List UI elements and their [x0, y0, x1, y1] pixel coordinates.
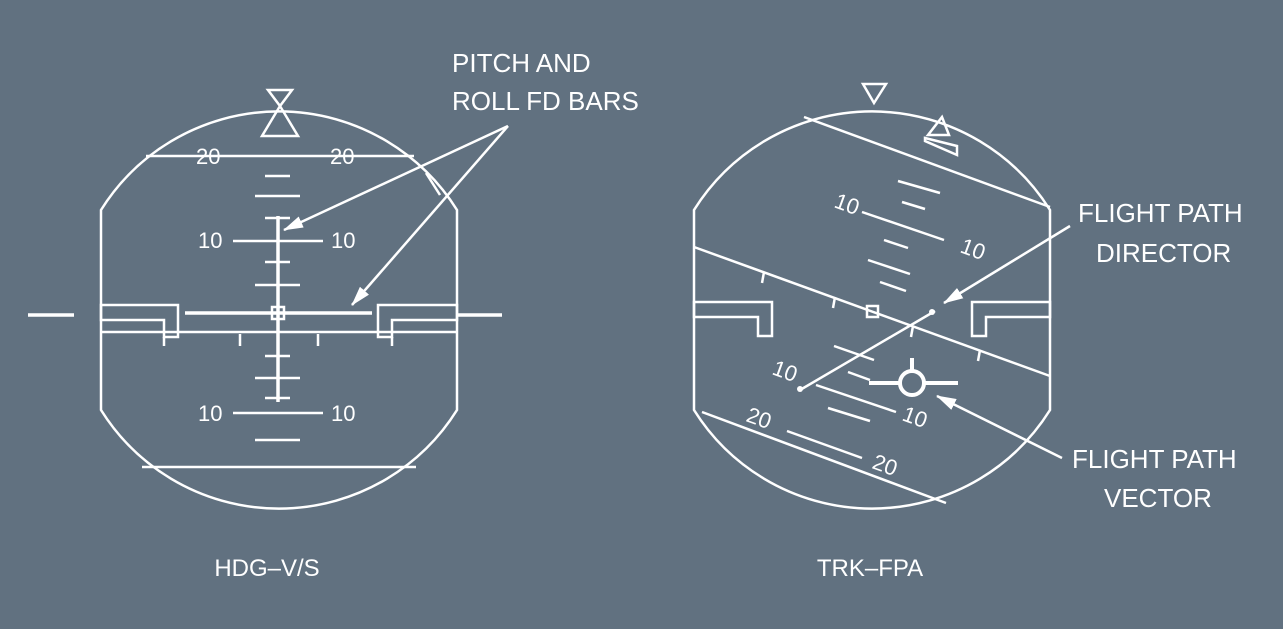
- pitch-label-10-up-right: 10: [957, 233, 989, 265]
- flight-path-director-callout: FLIGHT PATH DIRECTOR: [943, 198, 1243, 305]
- trk-fpa-caption: TRK–FPA: [817, 555, 923, 582]
- pitch-label-10-down-right: 10: [899, 401, 931, 433]
- pitch-tick: [883, 238, 909, 250]
- heading-tick: [909, 325, 915, 338]
- heading-tick: [976, 349, 982, 362]
- director-end-dot: [929, 309, 935, 315]
- pitch-line-10-up: [861, 210, 945, 242]
- pitch-line-upper: [803, 115, 1051, 209]
- pitch-tick: [833, 344, 875, 362]
- pitch-tick: [827, 406, 871, 423]
- callout-pitch-roll-line1: PITCH AND: [452, 48, 591, 78]
- sky-pointer-icon: [923, 114, 959, 157]
- pitch-tick: [847, 370, 871, 382]
- pitch-label-10-up-right: 10: [331, 228, 355, 253]
- callout-arrow-to-roll-bar: [283, 124, 509, 232]
- callout-director-line1: FLIGHT PATH: [1078, 198, 1243, 228]
- attitude-display-outline: [99, 110, 459, 510]
- hdg-vs-display: 20 20 10 10 10 10: [28, 88, 502, 582]
- pitch-line-20-down: [786, 429, 863, 460]
- hdg-vs-caption: HDG–V/S: [214, 555, 319, 582]
- aircraft-reference-square: [270, 305, 286, 321]
- callout-arrow-to-vector: [936, 394, 1063, 460]
- callout-pitch-roll-line2: ROLL FD BARS: [452, 86, 639, 116]
- callout-vector-line1: FLIGHT PATH: [1072, 444, 1237, 474]
- pitch-tick: [897, 179, 941, 195]
- pitch-label-10-up-left: 10: [831, 188, 863, 220]
- director-end-dot: [797, 386, 803, 392]
- track-pointer-icon: [860, 82, 889, 106]
- pitch-label-20-left: 20: [196, 144, 220, 169]
- bank-scale-mark: [424, 172, 442, 196]
- flight-path-vector-icon: [869, 358, 958, 397]
- pitch-tick: [901, 200, 926, 211]
- pitch-line-lower: [701, 410, 947, 505]
- heading-tick: [760, 271, 766, 284]
- flight-path-vector-callout: FLIGHT PATH VECTOR: [936, 394, 1237, 513]
- pitch-label-10-down-right: 10: [331, 401, 355, 426]
- aircraft-reference-square: [865, 304, 880, 319]
- pitch-tick: [879, 280, 907, 293]
- callout-arrow-to-pitch-bar: [351, 125, 509, 306]
- pitch-tick: [867, 258, 911, 276]
- attitude-display-outline: [692, 110, 1052, 510]
- horizon-line: [693, 245, 1051, 378]
- flight-path-director-line: [799, 309, 936, 392]
- callout-vector-line2: VECTOR: [1104, 483, 1212, 513]
- pitch-label-10-down-left: 10: [198, 401, 222, 426]
- roll-pointer-icon: [259, 88, 301, 138]
- right-wing-symbol: [970, 300, 1052, 338]
- pitch-line-10-down: [815, 383, 897, 414]
- callout-arrow-to-director: [943, 224, 1071, 305]
- pitch-label-20-right: 20: [330, 144, 354, 169]
- trk-fpa-display: 10 10 10 10 20 2: [692, 82, 1052, 582]
- heading-tick: [831, 296, 837, 309]
- left-wing-symbol: [692, 300, 774, 338]
- pitch-label-10-up-left: 10: [198, 228, 222, 253]
- callout-director-line2: DIRECTOR: [1096, 238, 1231, 268]
- pitch-label-10-down-left: 10: [769, 355, 801, 387]
- pitch-roll-fd-callout: PITCH AND ROLL FD BARS: [283, 48, 639, 306]
